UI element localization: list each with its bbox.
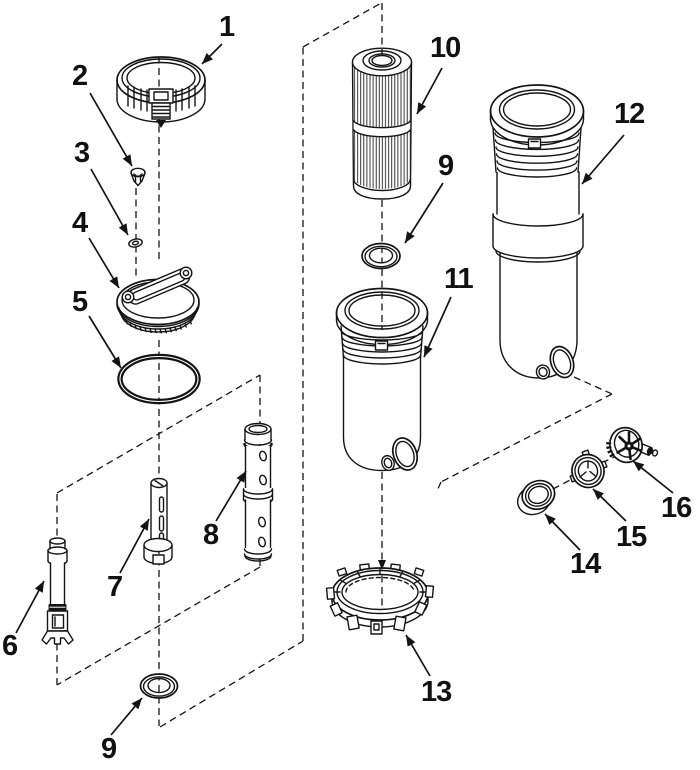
part-11-filter-body <box>335 287 429 472</box>
callout-8-arrow <box>215 470 247 522</box>
part-13-lock-ring-bottom <box>325 560 435 635</box>
part-16-drain-cap <box>606 426 659 464</box>
callout-7-arrow <box>119 518 150 574</box>
callout-label-9a: 9 <box>101 733 117 765</box>
part-15-clamp-ring <box>569 449 608 489</box>
drain-axis-dashes <box>436 376 617 492</box>
part-1-lock-ring <box>93 20 229 128</box>
callout-label-11: 11 <box>444 263 474 295</box>
callout-14-arrow <box>544 513 581 551</box>
part-4-lid <box>116 266 200 334</box>
part-9-washer-left <box>139 673 179 699</box>
callout-4-arrow <box>88 237 120 289</box>
callout-9a-arrow <box>110 697 143 736</box>
part-14-ring-nut <box>516 479 556 516</box>
part-2-plug <box>130 167 146 187</box>
part-11-outlet-port <box>391 437 419 471</box>
callout-10-arrow <box>416 67 443 115</box>
callout-label-14: 14 <box>570 548 601 580</box>
part-9-washer-middle <box>361 242 401 270</box>
part-7-standpipe <box>143 477 173 565</box>
callout-label-12: 12 <box>614 98 645 130</box>
part-12-outlet-port <box>549 345 575 379</box>
part-12-filter-tank <box>489 84 585 380</box>
part-6-drain-tube <box>41 537 74 645</box>
callout-arrows <box>15 43 674 736</box>
callout-5-arrow <box>88 315 122 369</box>
callout-11-arrow <box>423 296 452 358</box>
callout-3-arrow <box>90 168 129 236</box>
part-10-filter-cartridge <box>351 47 413 200</box>
part-3-small-washer <box>128 238 143 248</box>
callout-label-5: 5 <box>72 286 88 318</box>
callout-label-9b: 9 <box>438 150 454 182</box>
callout-label-13: 13 <box>421 676 452 708</box>
callout-label-2: 2 <box>72 60 88 92</box>
callout-9b-arrow <box>404 182 444 244</box>
callout-16-arrow <box>632 460 674 494</box>
callout-label-1: 1 <box>219 11 235 43</box>
callout-label-4: 4 <box>72 207 88 239</box>
callout-label-16: 16 <box>661 492 692 524</box>
axis-arrowhead <box>378 560 386 570</box>
part-5-o-ring <box>117 353 201 405</box>
callout-label-15: 15 <box>616 521 647 553</box>
callout-2-arrow <box>89 92 133 167</box>
callout-12-arrow <box>581 134 625 185</box>
callout-label-7: 7 <box>107 571 123 603</box>
callout-15-arrow <box>592 488 627 522</box>
callout-13-arrow <box>405 634 431 677</box>
callout-label-8: 8 <box>203 519 219 551</box>
callout-6-arrow <box>15 580 45 634</box>
callout-label-6: 6 <box>2 630 18 662</box>
callout-1-arrow <box>201 43 223 65</box>
part-8-bypass-tube <box>242 422 274 562</box>
callout-label-10: 10 <box>430 32 461 64</box>
callout-label-3: 3 <box>74 137 90 169</box>
